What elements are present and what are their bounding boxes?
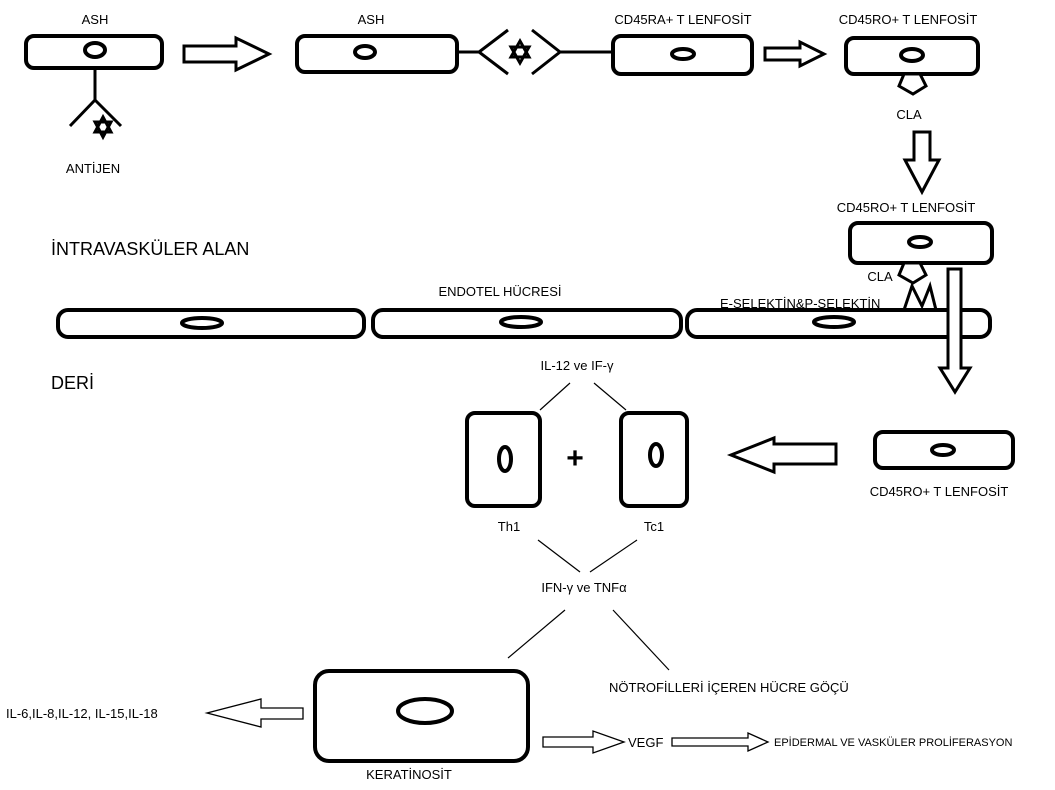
arrow-left-to-effectors [731,438,836,472]
memory-t-cell-mid-label: CD45RO+ T LENFOSİT [837,200,976,215]
proliferation-label: EPİDERMAL VE VASKÜLER PROLİFERASYON [774,736,1012,749]
endothelial-cell-1 [58,310,364,337]
naive-t-cell-label: CD45RA+ T LENFOSİT [614,12,751,27]
antigen-receptor [70,68,121,126]
memory-t-cell-top-label: CD45RO+ T LENFOSİT [839,12,978,27]
th1-cell [467,413,540,506]
cla-receptor-middle [899,263,926,283]
arrow-left-interleukins [207,699,303,727]
arrow-right-2 [765,42,824,66]
intravascular-label: İNTRAVASKÜLER ALAN [51,239,249,259]
memory-t-cell-top [846,38,978,74]
endothelial-cell-3 [687,310,990,337]
apc-label-left: ASH [82,12,109,27]
antigen-star-icon [95,117,111,137]
il12-label: IL-12 ve IF-γ [541,358,614,373]
presented-antigen-star-icon [511,41,529,63]
arrow-right-proliferation [672,733,768,751]
th1-label: Th1 [498,519,520,534]
arrow-right-1 [184,38,269,70]
tc1-cell [621,413,687,506]
antigen-label: ANTİJEN [66,161,120,176]
interleukins-label: IL-6,IL-8,IL-12, IL-15,IL-18 [6,706,158,721]
line-tc1-ifn [590,540,637,572]
ifn-tnf-label: IFN-γ ve TNFα [541,580,627,595]
arrow-down-1 [905,132,939,192]
skin-label: DERİ [51,373,94,393]
line-il12-tc1 [594,383,626,410]
memory-t-cell-bottom [875,432,1013,468]
vegf-label: VEGF [628,735,663,750]
neutrophil-migration-label: NÖTROFİLLERİ İÇEREN HÜCRE GÖÇÜ [609,680,849,695]
cla-label-middle: CLA [867,269,893,284]
memory-t-cell-middle [850,223,992,263]
line-ifn-keratinocyte [508,610,565,658]
naive-t-cell [613,36,752,74]
arrow-right-vegf [543,731,624,753]
line-th1-ifn [538,540,580,572]
line-il12-th1 [540,383,570,410]
endothelial-cell-label: ENDOTEL HÜCRESİ [438,284,561,299]
selectin-binding [904,286,936,310]
endothelial-cell-2 [373,310,681,337]
cla-label-top: CLA [896,107,922,122]
apc-cell-left [26,36,162,68]
line-ifn-neutrophil [613,610,669,670]
plus-sign: + [566,442,584,475]
keratinocyte-cell [315,671,528,761]
cla-receptor-top [899,74,926,94]
memory-t-cell-bottom-label: CD45RO+ T LENFOSİT [870,484,1009,499]
apc-label-middle: ASH [358,12,385,27]
tc1-label: Tc1 [644,519,664,534]
apc-cell-middle [297,36,457,72]
keratinocyte-label: KERATİNOSİT [366,767,452,782]
mhc-antigen-tcr-complex [457,30,613,74]
